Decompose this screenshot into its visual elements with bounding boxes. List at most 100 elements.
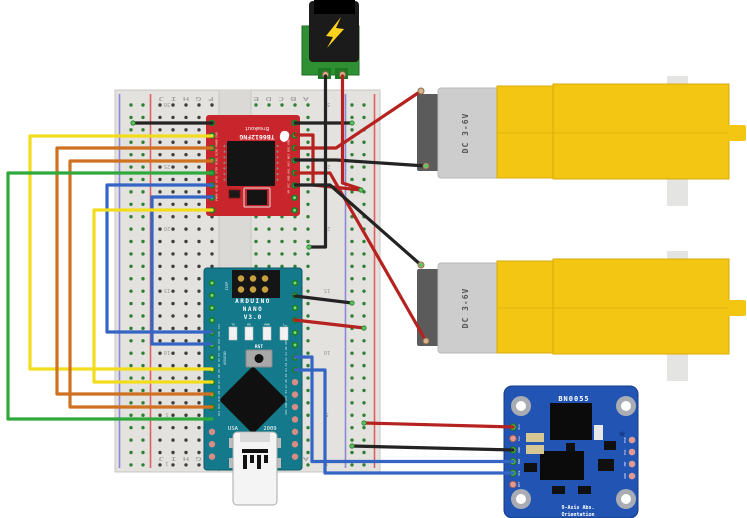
nano-led-pwr xyxy=(262,326,272,341)
bno055-component6 xyxy=(566,443,575,451)
wires xyxy=(6,74,515,475)
nano-icsp-label: ICSP xyxy=(225,282,229,290)
tip-nano-gnd xyxy=(349,300,355,306)
column-letters-bottom-left: F G H I J xyxy=(158,455,214,461)
motor2-terminal-positive xyxy=(422,337,430,345)
motor1-terminal-positive xyxy=(417,87,425,95)
bno055-component3 xyxy=(578,486,591,494)
arduino-nano: ICSP ARDUINO NANO V3.0 TX RX PWR L RST A… xyxy=(203,267,303,506)
nano-led-rx xyxy=(244,326,254,341)
nano-usb-glyph-bar xyxy=(242,449,268,453)
motor1-label: DC 3-6V xyxy=(461,113,470,154)
motor2-shaft xyxy=(728,300,746,316)
tb6612-title: TB6612FNG xyxy=(239,133,274,141)
wire-blue-bin2 xyxy=(150,195,214,346)
motor1-gearbox-main xyxy=(552,83,730,180)
nano-usb-connector xyxy=(232,431,278,506)
motor1-gearbox-front xyxy=(496,85,554,179)
tb6612-silk-text: TB6612FNG Breakout xyxy=(239,125,290,142)
nano-year-label: 2009 xyxy=(263,426,276,432)
motor1-shaft xyxy=(728,125,746,141)
tb6612-pin-labels-left: PWMA AIN2 AIN1 STBY BIN1 BIN2 PWMB GND xyxy=(215,132,219,201)
tip-right-rail-gnd xyxy=(349,120,355,126)
nano-usb-tab-right-top xyxy=(275,438,281,448)
wire-red-motor2 xyxy=(293,171,428,343)
row-number: 15 xyxy=(164,287,171,293)
motor1-end-cap xyxy=(417,94,441,171)
nano-pin-labels-left: D12 D11 D10 D9 D8 D7 D6 D5 D4 D3 D2 GND … xyxy=(217,324,221,416)
nano-usb-tab-right-bottom xyxy=(275,458,281,468)
bno055-component-khaki2 xyxy=(526,445,544,454)
bno055-pin-label-int: INT xyxy=(623,461,627,467)
nano-usb-slot xyxy=(240,433,270,442)
bno055-component2 xyxy=(552,486,565,494)
motor2-wire-tip xyxy=(419,263,423,267)
tip-right-rail-vcc xyxy=(358,187,364,193)
bno055-pin-label-rst: RST xyxy=(517,482,521,488)
wire-blue-bin1 xyxy=(105,183,214,334)
bno055-pin-label-adr: ADR xyxy=(623,473,627,479)
tb6612-capacitor-small xyxy=(228,189,241,199)
row-number: 5 xyxy=(325,411,328,417)
nano-usa-label: USA xyxy=(228,426,239,432)
bno055-sensor: BN0055 ★ Vin 3vo GND SDA SCL RST xyxy=(503,385,639,518)
row-number: 1 xyxy=(165,460,168,466)
wire-red-jack xyxy=(340,74,363,191)
column-letters-top-right: A B C D E xyxy=(253,95,309,101)
sparkfun-flame-icon xyxy=(279,130,290,142)
nano-usb-tab-left-top xyxy=(229,438,235,448)
bno055-mount-hole-tl-inner xyxy=(516,401,526,411)
bno055-mount-hole-tr-inner xyxy=(621,401,631,411)
wire-red-nano-5v xyxy=(293,318,366,330)
tb6612-ic-chip xyxy=(227,141,275,186)
bno055-subtitle1: 9-Axis Abs. xyxy=(561,505,594,511)
wire-yellow-pwma xyxy=(28,134,214,371)
nano-icsp-header xyxy=(232,270,280,298)
tip-nano-5v xyxy=(361,325,367,331)
nano-usb-glyph-prong3 xyxy=(257,455,261,469)
nano-title-line1: ARDUINO xyxy=(235,298,271,305)
bno055-pin-label-sda: SDA xyxy=(517,459,521,465)
nano-led-label-tx: TX xyxy=(231,323,235,327)
row-number: 15 xyxy=(324,287,331,293)
nano-usb-tab-left-bottom xyxy=(229,458,235,468)
nano-led-label-rx: RX xyxy=(247,323,251,327)
gear-motor-2: DC 3-6V xyxy=(417,251,746,381)
wire-yellow-pwmb xyxy=(92,208,214,384)
nano-title-line3: V3.0 xyxy=(244,314,262,321)
tip-jack-black xyxy=(306,244,312,250)
nano-vertical-label: ARDUINO xyxy=(223,351,227,365)
bno055-pad-rst xyxy=(509,480,517,489)
wire-black-nano-gnd xyxy=(293,294,354,305)
tip-left-rail xyxy=(130,120,136,126)
nano-usb-glyph-prong1 xyxy=(243,455,247,469)
wire-black-jack xyxy=(307,74,328,249)
wire-black-motor1 xyxy=(293,158,428,168)
bno055-component5 xyxy=(604,441,616,450)
wire-orange-ain1 xyxy=(68,159,214,409)
motor2-label: DC 3-6V xyxy=(461,288,470,329)
bno055-pin-label-3vo: 3vo xyxy=(517,436,521,442)
wire-red-bno-vin xyxy=(362,421,515,429)
row-number: 25 xyxy=(164,163,171,169)
motor-terminals xyxy=(417,87,430,345)
wire-green-stby xyxy=(6,171,214,421)
wire-blue-scl xyxy=(293,368,515,475)
bno055-component1 xyxy=(524,463,537,472)
tb6612fng-breakout: TB6612FNG Breakout PWMA AIN2 AIN1 STBY B… xyxy=(206,115,300,216)
tb6612-capacitor-outline xyxy=(243,187,271,208)
dc-power-jack xyxy=(301,0,360,79)
tip-bno-vin xyxy=(361,420,367,426)
connection-tips xyxy=(130,120,367,449)
lightning-bolt-icon xyxy=(326,17,344,48)
bno055-component-white xyxy=(594,425,603,440)
bno055-pad-3vo xyxy=(509,434,517,443)
motor1-wire-tip xyxy=(424,164,428,168)
wire-orange-ain2 xyxy=(55,146,214,396)
wire-black-bno-gnd xyxy=(350,444,515,452)
bno055-pin-label-vin: Vin xyxy=(517,424,521,430)
nano-mcu-chip xyxy=(220,367,286,433)
column-letters-top-left: F G H I J xyxy=(158,95,214,101)
row-number: 20 xyxy=(164,225,171,231)
